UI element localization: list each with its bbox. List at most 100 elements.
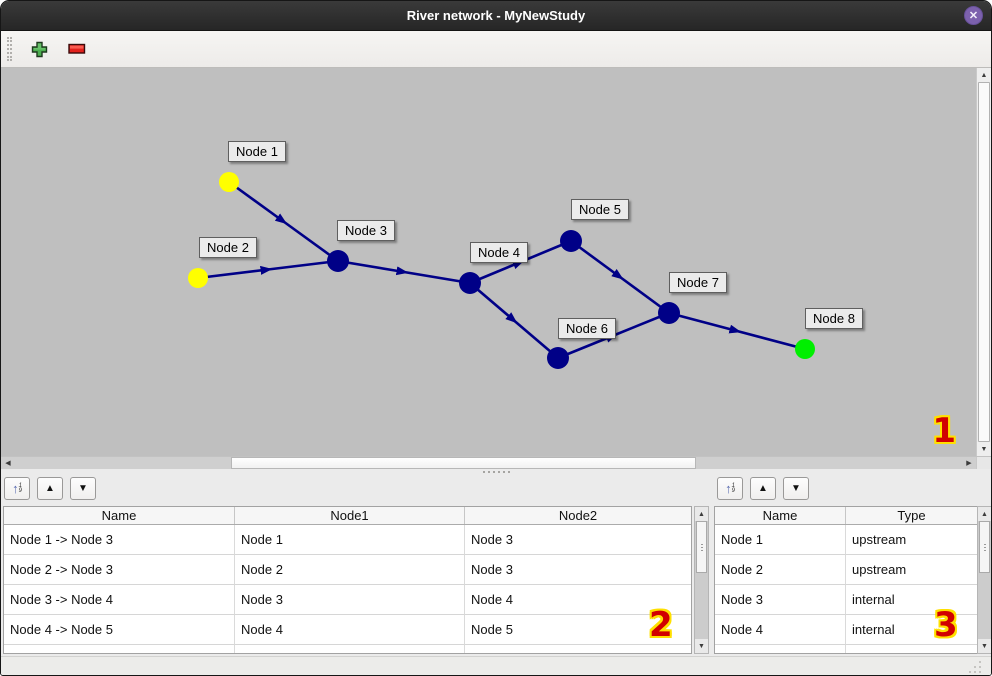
plus-icon [31,41,47,57]
annotation-2: 2 [649,605,673,645]
remove-node-button[interactable] [66,38,88,60]
node-2[interactable] [188,268,208,288]
canvas-vscroll-thumb[interactable] [978,82,990,442]
scroll-up-icon[interactable]: ▲ [978,507,991,521]
table-row-empty[interactable] [4,645,691,653]
table-row[interactable]: Node 3 -> Node 4 Node 3 Node 4 [4,585,691,615]
scrollbar-corner [976,457,991,469]
cell-type[interactable]: upstream [846,555,977,585]
cell-node1[interactable]: Node 1 [235,525,465,555]
edge-node1-node3 [228,180,339,263]
scroll-down-icon[interactable]: ▼ [978,639,991,653]
table-row[interactable]: Node 2 upstream [715,555,977,585]
table-row[interactable]: Node 1 upstream [715,525,977,555]
node-5-label: Node 5 [571,199,629,220]
node-4[interactable] [459,272,481,294]
links-scroll-thumb[interactable] [696,521,707,573]
cell-node2[interactable]: Node 3 [465,555,691,585]
node-8[interactable] [795,339,815,359]
links-table: Name Node1 Node2 Node 1 -> Node 3 Node 1… [3,506,692,654]
node-5[interactable] [560,230,582,252]
cell-name[interactable]: Node 3 -> Node 4 [4,585,235,615]
cell-node2[interactable]: Node 3 [465,525,691,555]
node-1[interactable] [219,172,239,192]
canvas-hscroll-thumb[interactable] [231,457,696,469]
add-node-button[interactable] [28,38,50,60]
node-3-label: Node 3 [337,220,395,241]
node-1-label: Node 1 [228,141,286,162]
scroll-right-icon[interactable]: ▶ [962,457,976,469]
header-name[interactable]: Name [715,507,846,524]
network-canvas[interactable]: Node 1 Node 2 Node 3 Node 4 Node 5 Node … [1,68,977,456]
cell-name[interactable]: Node 2 -> Node 3 [4,555,235,585]
nodes-move-down-button[interactable]: ▼ [783,477,809,500]
scroll-down-icon[interactable]: ▼ [977,442,991,456]
header-node1[interactable]: Node1 [235,507,465,524]
cell-node2[interactable]: Node 5 [465,615,691,645]
edge-node2-node3 [197,259,339,280]
cell-name[interactable]: Node 3 [715,585,846,615]
table-row[interactable]: Node 1 -> Node 3 Node 1 Node 3 [4,525,691,555]
cell-node2[interactable]: Node 4 [465,585,691,615]
edge-node7-node8 [668,311,806,351]
table-row[interactable]: Node 4 internal [715,615,977,645]
cell-name[interactable]: Node 1 [715,525,846,555]
cell-name[interactable]: Node 4 [715,615,846,645]
nodes-table-scrollbar[interactable]: ▲ ▼ [977,506,991,654]
title-bar[interactable]: River network - MyNewStudy ✕ [1,1,991,31]
table-row-empty[interactable] [715,645,977,653]
main-toolbar [1,31,991,68]
annotation-1: 1 [932,411,957,451]
scroll-down-icon[interactable]: ▼ [695,639,708,653]
cell-type[interactable]: internal [846,585,977,615]
cell-node1[interactable]: Node 2 [235,555,465,585]
links-table-header: Name Node1 Node2 [4,507,691,525]
canvas-vertical-scrollbar[interactable]: ▲ ▼ [976,68,991,456]
links-table-scrollbar[interactable]: ▲ ▼ [694,506,709,654]
close-icon: ✕ [968,10,979,22]
nodes-table: Name Type Node 1 upstream Node 2 upstrea… [714,506,978,654]
table-row[interactable]: Node 3 internal [715,585,977,615]
splitter-handle[interactable] [1,469,991,475]
table-row[interactable]: Node 4 -> Node 5 Node 4 Node 5 [4,615,691,645]
nodes-scroll-thumb[interactable] [979,521,990,573]
hscroll-track[interactable] [15,457,962,469]
nodes-table-header: Name Type [715,507,977,525]
cell-node1[interactable]: Node 3 [235,585,465,615]
close-button[interactable]: ✕ [964,6,983,25]
edge-node4-node6 [469,282,559,359]
cell-type[interactable]: upstream [846,525,977,555]
header-name[interactable]: Name [4,507,235,524]
cell-name[interactable]: Node 2 [715,555,846,585]
scroll-up-icon[interactable]: ▲ [695,507,708,521]
node-7[interactable] [658,302,680,324]
scroll-left-icon[interactable]: ◀ [1,457,15,469]
node-6[interactable] [547,347,569,369]
links-move-down-button[interactable]: ▼ [70,477,96,500]
canvas-horizontal-scrollbar[interactable]: ◀ ▶ [1,456,991,469]
minus-icon [68,43,86,54]
canvas-row: Node 1 Node 2 Node 3 Node 4 Node 5 Node … [1,68,991,456]
nodes-move-up-button[interactable]: ▲ [750,477,776,500]
cell-type[interactable]: internal [846,615,977,645]
cell-name[interactable]: Node 1 -> Node 3 [4,525,235,555]
up-arrow-icon: ▲ [758,483,768,494]
cell-node1[interactable]: Node 4 [235,615,465,645]
links-move-up-button[interactable]: ▲ [37,477,63,500]
cell-name[interactable]: Node 4 -> Node 5 [4,615,235,645]
toolbar-grip-handle[interactable] [7,37,12,61]
header-type[interactable]: Type [897,508,926,523]
header-node2[interactable]: Node2 [558,508,598,523]
resize-grip[interactable] [965,661,981,673]
node-3[interactable] [327,250,349,272]
scroll-up-icon[interactable]: ▲ [977,68,991,82]
edge-node5-node7 [570,239,670,315]
table-row[interactable]: Node 2 -> Node 3 Node 2 Node 3 [4,555,691,585]
node-6-label: Node 6 [558,318,616,339]
